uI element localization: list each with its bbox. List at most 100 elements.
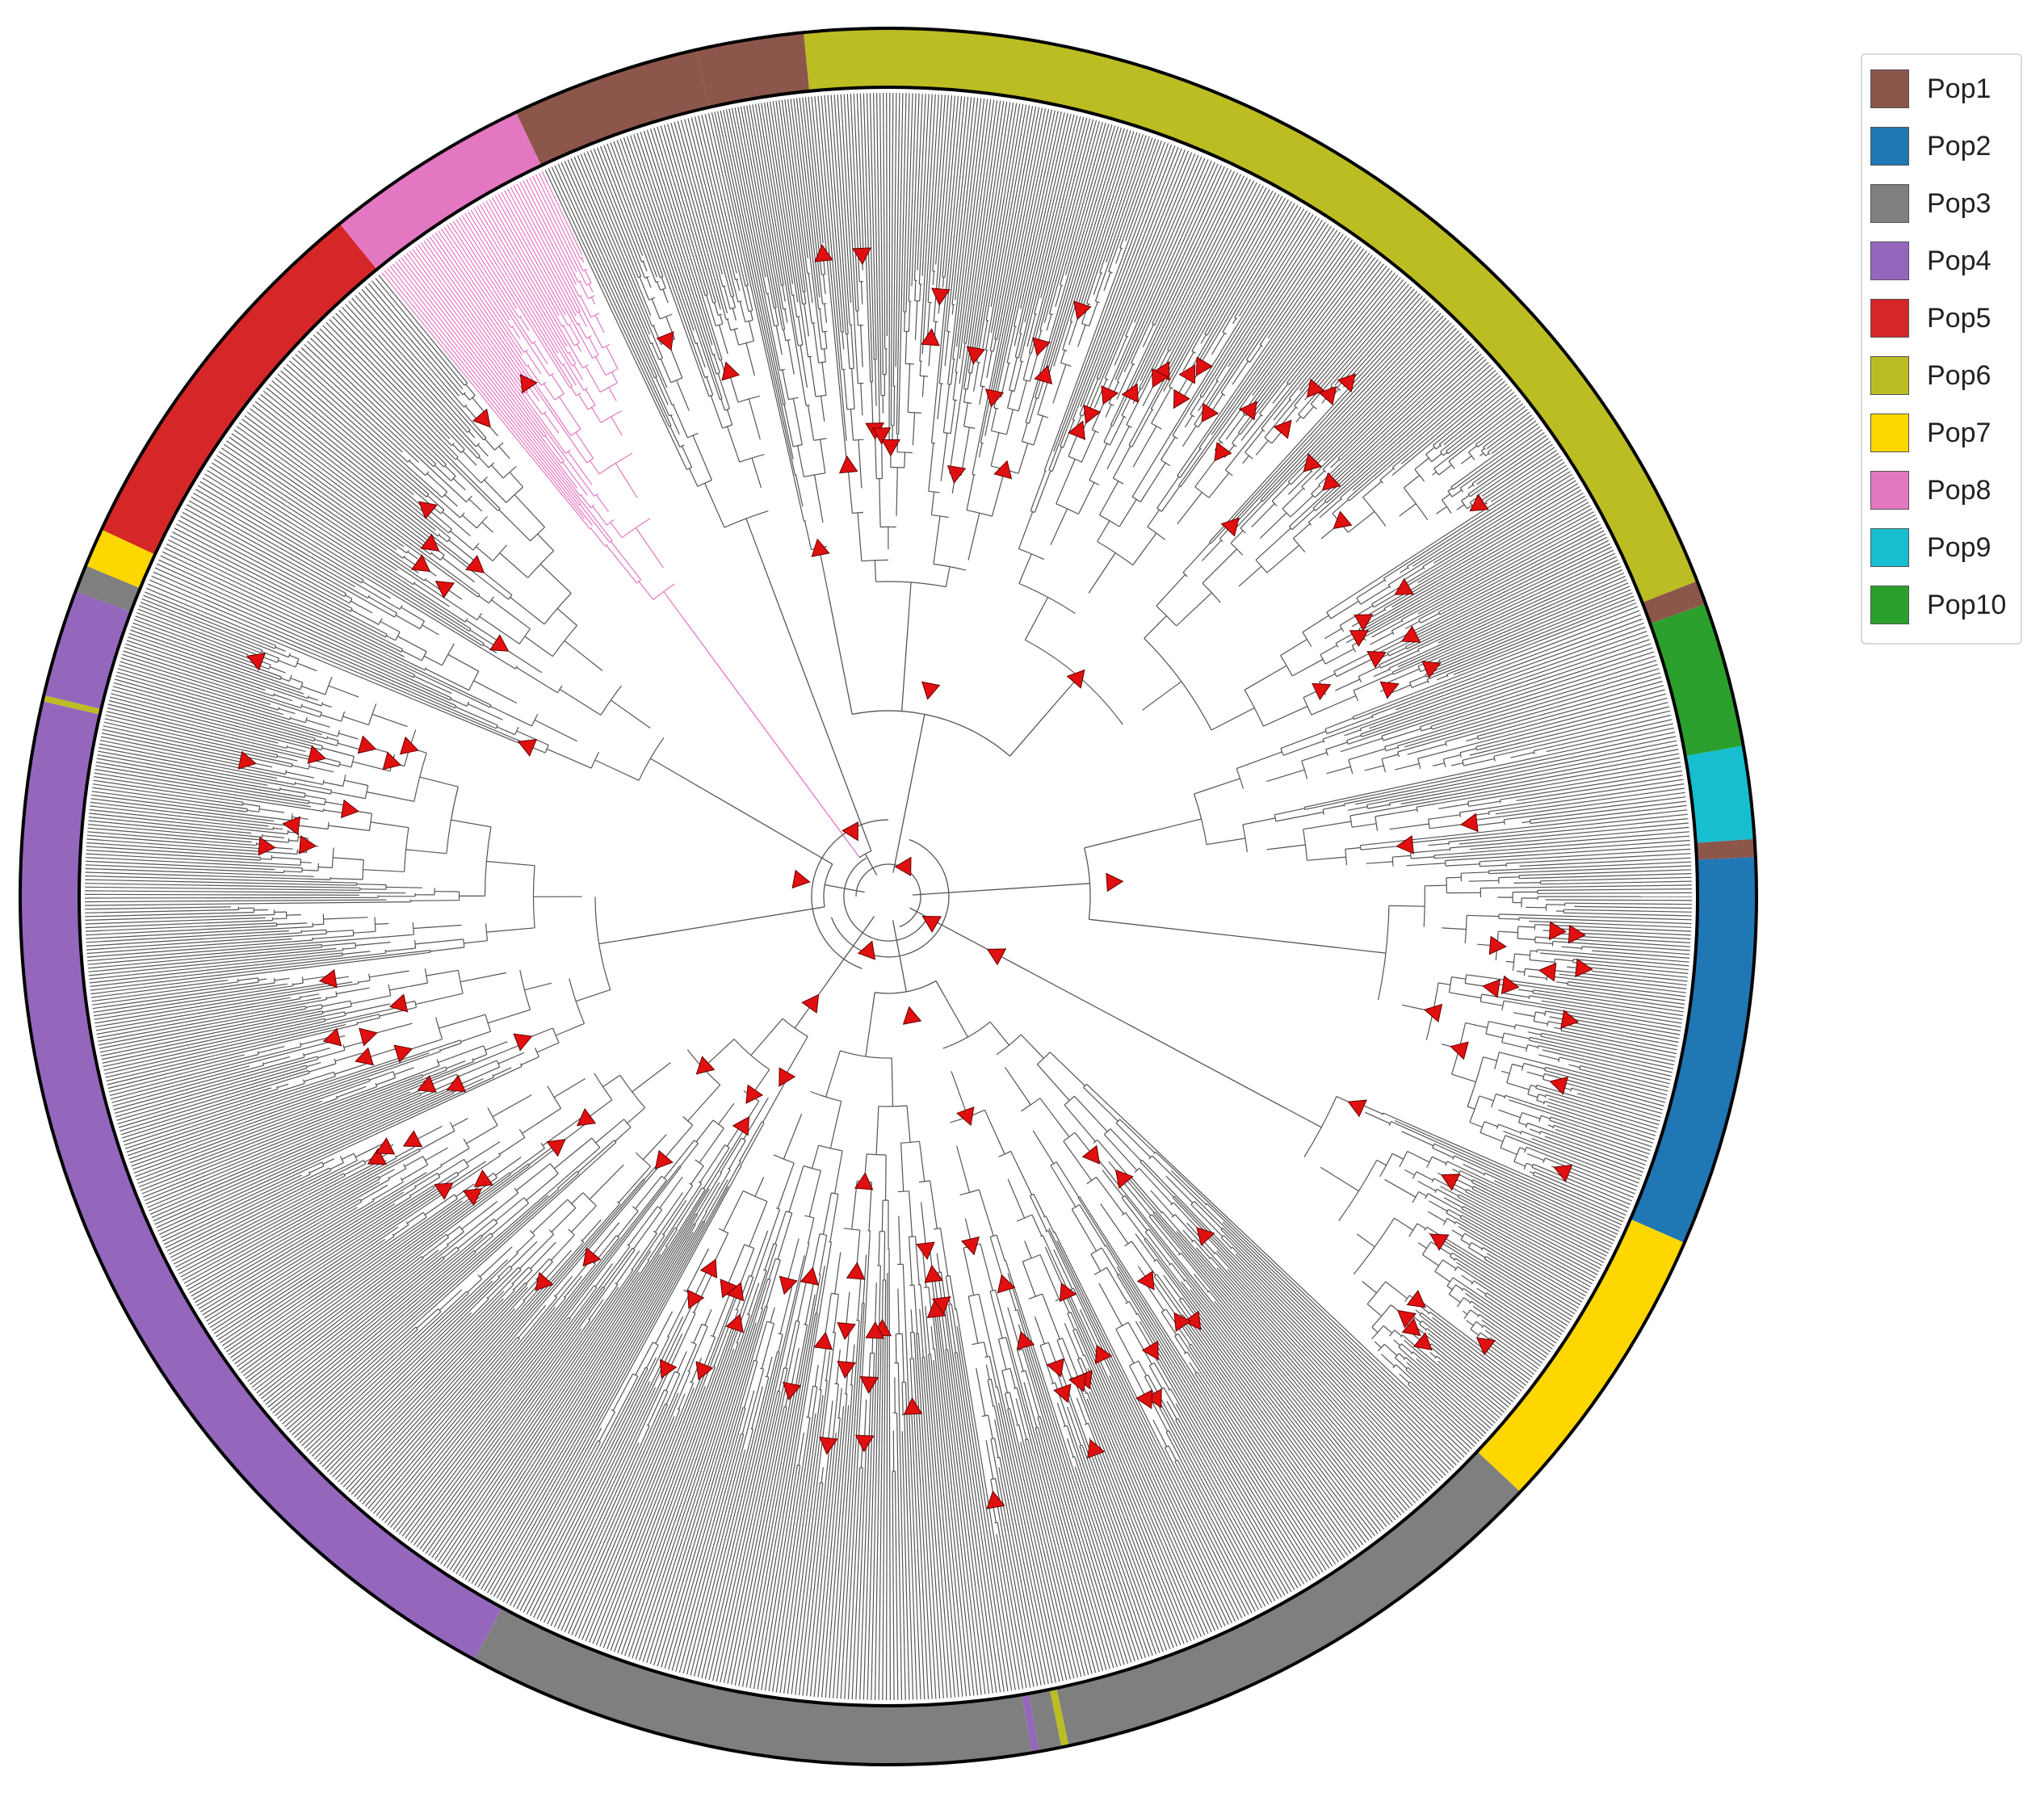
- tree-branch: [1519, 857, 1691, 867]
- tree-branch: [449, 1182, 703, 1571]
- tree-branch: [1352, 606, 1639, 718]
- tree-branch: [242, 803, 260, 807]
- tree-branch: [1028, 118, 1091, 353]
- tree-branch: [311, 1280, 493, 1457]
- tree-branch: [103, 725, 292, 767]
- tree-branch: [1139, 175, 1245, 388]
- tree-branch: [1307, 856, 1346, 861]
- tree-branch: [321, 943, 355, 947]
- node-marker-icon: [1101, 385, 1119, 405]
- legend-label: Pop2: [1927, 130, 1992, 162]
- tree-branch: [451, 1118, 468, 1127]
- tree-branch: [569, 1285, 595, 1319]
- tree-branch: [121, 1088, 279, 1139]
- tree-branch: [328, 825, 370, 832]
- tree-branch: [1246, 359, 1251, 363]
- tree-branch: [602, 1286, 606, 1289]
- tree-branch: [390, 1237, 620, 1528]
- tree-branch: [978, 1189, 994, 1237]
- tree-branch: [128, 1051, 441, 1160]
- tree-branch: [1236, 768, 1244, 789]
- tree-branch: [1083, 1086, 1119, 1122]
- tree-branch: [1407, 1150, 1430, 1163]
- tree-branch: [1467, 1242, 1472, 1248]
- tree-branch: [1020, 112, 1065, 309]
- tree-branch: [333, 857, 364, 861]
- tree-branch: [921, 376, 925, 397]
- tree-branch: [827, 94, 846, 334]
- tree-branch: [1432, 660, 1657, 730]
- tree-branch: [1303, 406, 1315, 419]
- node-marker-icon: [359, 1027, 378, 1047]
- tree-branch: [1089, 301, 1098, 326]
- tree-branch: [690, 1429, 754, 1676]
- tree-branch: [1340, 364, 1492, 498]
- tree-branch: [635, 1175, 662, 1209]
- tree-branch: [1347, 510, 1375, 533]
- tree-branch: [548, 168, 670, 427]
- tree-branch: [1369, 631, 1647, 729]
- tree-branch: [767, 293, 775, 326]
- tree-branch: [506, 486, 523, 503]
- tree-branch: [804, 1215, 815, 1219]
- tree-branch: [1232, 433, 1240, 444]
- tree-branch: [1023, 1382, 1038, 1428]
- tree-branch: [1049, 1052, 1085, 1086]
- tree-branch: [1398, 1343, 1402, 1348]
- tree-branch: [1303, 727, 1675, 808]
- tree-branch: [491, 599, 531, 630]
- tree-branch: [942, 95, 959, 278]
- tree-branch: [804, 97, 823, 254]
- node-marker-icon: [1568, 924, 1586, 944]
- tree-branch: [1403, 1357, 1407, 1360]
- tree-branch: [1480, 1001, 1504, 1006]
- tree-branch: [886, 92, 888, 337]
- tree-branch: [1078, 1384, 1181, 1646]
- tree-branch: [1007, 390, 1013, 409]
- tree-branch: [1064, 1323, 1081, 1359]
- tree-branch: [527, 365, 542, 386]
- tree-branch: [904, 452, 906, 468]
- tree-branch: [786, 1238, 800, 1286]
- tree-branch: [1459, 812, 1461, 817]
- tree-branch: [713, 354, 720, 373]
- tree-branch: [650, 342, 654, 345]
- tree-branch: [850, 325, 854, 369]
- tree-branch: [902, 1264, 921, 1700]
- tree-branch: [1234, 206, 1302, 318]
- tree-branch: [913, 1358, 933, 1699]
- tree-branch: [661, 276, 666, 289]
- tree-branch: [302, 976, 329, 980]
- node-marker-icon: [1220, 517, 1240, 537]
- tree-branch: [944, 96, 963, 278]
- tree-branch: [1364, 765, 1384, 771]
- tree-branch: [1343, 804, 1345, 807]
- tree-branch: [1259, 512, 1287, 539]
- tree-branch: [1537, 888, 1693, 891]
- tree-branch: [1075, 1329, 1209, 1635]
- tree-branch: [669, 414, 673, 417]
- tree-branch: [1356, 579, 1386, 598]
- tree-branch: [1009, 357, 1018, 391]
- tree-branch: [1362, 1281, 1377, 1294]
- tree-branch: [1437, 674, 1448, 681]
- tree-branch: [468, 670, 480, 691]
- tree-branch: [392, 1071, 397, 1078]
- tree-branch: [1035, 1426, 1039, 1429]
- tree-branch: [534, 719, 577, 742]
- node-marker-icon: [1152, 367, 1169, 388]
- tree-branch: [1536, 1085, 1660, 1122]
- tree-branch: [1172, 212, 1311, 436]
- tree-branch: [84, 899, 387, 903]
- tree-branch: [334, 1058, 337, 1064]
- tree-branch: [1457, 1266, 1563, 1335]
- tree-branch: [1417, 517, 1598, 615]
- tree-branch: [912, 412, 916, 446]
- tree-branch: [258, 806, 261, 813]
- tree-branch: [339, 763, 352, 768]
- tree-branch: [312, 935, 354, 939]
- tree-branch: [1301, 486, 1306, 490]
- tree-branch: [1409, 852, 1412, 859]
- tree-branch: [1358, 498, 1588, 630]
- tree-branch: [277, 1083, 289, 1089]
